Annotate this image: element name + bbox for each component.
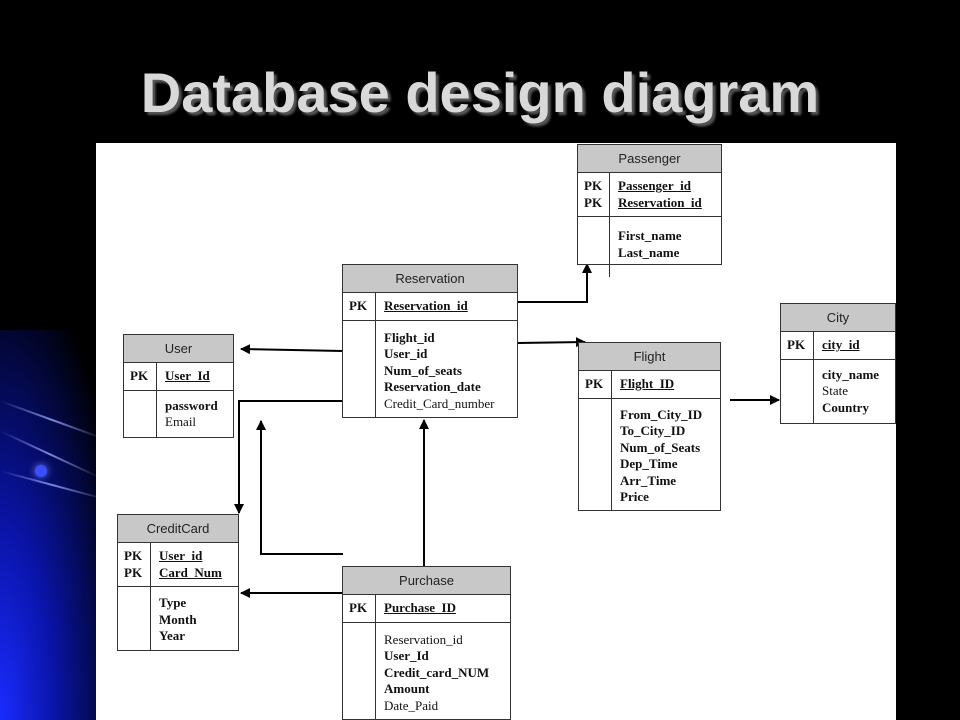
attribute-field: State: [822, 383, 848, 398]
key-field: Passenger_id: [618, 178, 691, 193]
key-field: Card_Num: [159, 564, 222, 580]
key-field: Purchase_ID: [384, 600, 456, 615]
attribute-section: From_City_ID To_City_ID Num_of_Seats Dep…: [579, 398, 720, 511]
key-field: city_id: [822, 337, 860, 352]
key-section: PK city_id: [781, 332, 895, 360]
key-field: User_id: [159, 548, 203, 563]
key-section: PK PK User_id Card_Num: [118, 543, 238, 587]
attribute-field: Email: [165, 414, 197, 429]
attribute-field: Dep_Time: [620, 456, 678, 471]
pk-tag: PK: [124, 548, 143, 563]
attribute-field: password: [165, 397, 218, 413]
entity-title: City: [781, 304, 895, 332]
pk-tag: PK: [130, 368, 149, 383]
pk-tag: PK: [124, 564, 143, 580]
attribute-field: Amount: [384, 681, 430, 696]
attribute-section: city_name State Country: [781, 359, 895, 424]
attribute-field: Reservation_date: [384, 379, 481, 394]
pk-tag: PK: [787, 337, 806, 352]
background-dot: [35, 465, 47, 477]
slide-title: Database design diagram: [140, 61, 820, 124]
attribute-field: Date_Paid: [384, 697, 439, 713]
entity-creditcard: CreditCard PK PK User_id Card_Num Type M…: [117, 514, 239, 651]
attribute-field: User_Id: [384, 648, 429, 663]
pk-tag: PK: [584, 178, 603, 193]
attribute-field: User_id: [384, 346, 428, 361]
entity-purchase: Purchase PK Purchase_ID Reservation_id U…: [342, 566, 511, 720]
key-field: Flight_ID: [620, 376, 675, 391]
attribute-field: Flight_id: [384, 329, 435, 345]
entity-title: Flight: [579, 343, 720, 371]
pk-tag: PK: [349, 298, 368, 313]
entity-title: CreditCard: [118, 515, 238, 543]
key-field: Reservation_id: [384, 298, 468, 313]
pk-tag: PK: [349, 600, 368, 615]
attribute-field: Arr_Time: [620, 472, 677, 488]
entity-title: Purchase: [343, 567, 510, 595]
key-section: PK Reservation_id: [343, 293, 517, 321]
key-section: PK Purchase_ID: [343, 595, 510, 623]
entity-title: User: [124, 335, 233, 363]
entity-title: Passenger: [578, 145, 721, 173]
entity-title: Reservation: [343, 265, 517, 293]
connector-reservation-user: [240, 344, 344, 355]
attribute-field: Credit_card_NUM: [384, 664, 490, 680]
key-field: User_Id: [165, 368, 210, 383]
entity-passenger: Passenger PK PK Passenger_id Reservation…: [577, 144, 722, 277]
attribute-field: Last_name: [618, 244, 680, 260]
connector-reservation-flight: [517, 337, 586, 348]
attribute-field: Year: [159, 628, 185, 643]
attribute-field: city_name: [822, 366, 880, 382]
attribute-field: Month: [159, 611, 197, 627]
attribute-field: Num_of_seats: [384, 362, 462, 378]
attribute-section: Flight_id User_id Num_of_seats Reservati…: [343, 320, 517, 417]
attribute-field: Num_of_Seats: [620, 439, 701, 455]
attribute-field: Type: [159, 595, 187, 610]
attribute-field: Reservation_id: [384, 631, 463, 647]
entity-city: City PK city_id city_name State Country: [780, 303, 896, 424]
pk-tag: PK: [584, 194, 603, 210]
attribute-section: Reservation_id User_Id Credit_card_NUM A…: [343, 622, 510, 719]
attribute-field: From_City_ID: [620, 406, 703, 422]
key-section: PK PK Passenger_id Reservation_id: [578, 173, 721, 217]
key-field: Reservation_id: [618, 194, 702, 210]
pk-tag: PK: [585, 376, 604, 391]
attribute-field: Price: [620, 489, 649, 504]
entity-reservation: Reservation PK Reservation_id Flight_id …: [342, 264, 518, 418]
attribute-field: Country: [822, 399, 869, 415]
entity-flight: Flight PK Flight_ID From_City_ID To_City…: [578, 342, 721, 511]
connector-purchase-reservation-left: [256, 420, 343, 555]
connector-layer: [234, 263, 780, 598]
background-glow: [0, 330, 110, 720]
attribute-section: Type Month Year: [118, 587, 238, 651]
attribute-field: First_name: [618, 228, 682, 243]
entity-user: User PK User_Id password Email: [123, 334, 234, 438]
attribute-section: password Email: [124, 390, 233, 438]
attribute-field: To_City_ID: [620, 423, 686, 438]
diagram-canvas: Passenger PK PK Passenger_id Reservation…: [96, 143, 896, 720]
attribute-field: Credit_Card_number: [384, 395, 495, 411]
connector-reservation-passenger: [518, 263, 592, 303]
attribute-section: First_name Last_name: [578, 217, 721, 277]
key-section: PK User_Id: [124, 363, 233, 391]
key-section: PK Flight_ID: [579, 371, 720, 399]
connector-reservation-creditcard: [234, 400, 343, 514]
